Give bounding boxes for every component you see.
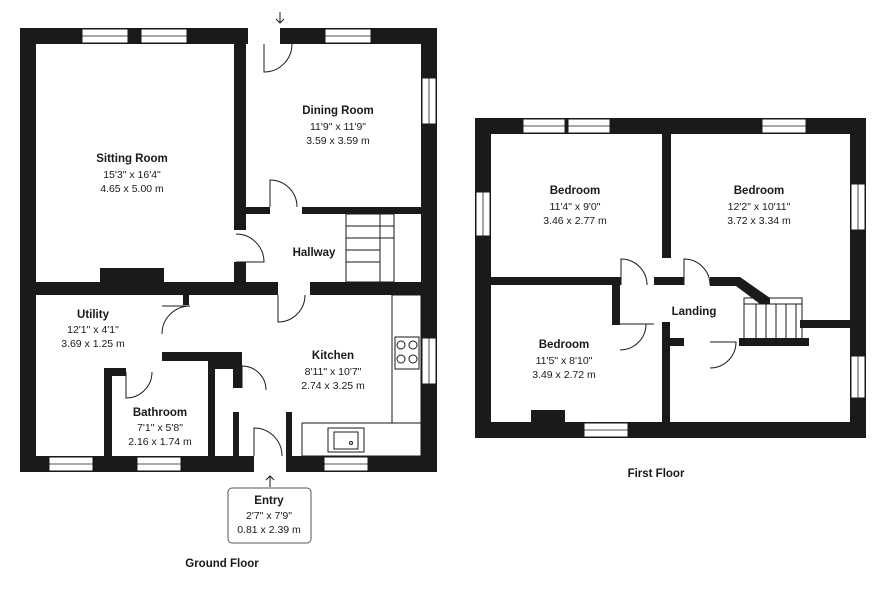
first-floor-plan — [475, 118, 866, 438]
chimney-icon — [100, 268, 164, 282]
bathroom-north-wall — [162, 352, 242, 361]
sitting-dining-wall — [234, 44, 246, 230]
landing-south-wall-a — [670, 338, 684, 346]
utility-kitchen-stub — [183, 295, 189, 305]
room-labels: Sitting Room 15'3" x 16'4" 4.65 x 5.00 m… — [61, 105, 791, 570]
landing-name: Landing — [672, 306, 717, 318]
landing-west-wall — [612, 285, 620, 325]
bedroom-2-name: Bedroom — [734, 185, 784, 197]
window-icon — [475, 118, 866, 438]
entry-west-wall-top — [233, 352, 242, 388]
ground-west-wall — [20, 28, 36, 472]
sink-icon — [327, 427, 365, 453]
kitchen-name: Kitchen — [312, 350, 354, 362]
bedroom-3-name: Bedroom — [539, 339, 589, 351]
bathroom-west-top — [104, 368, 126, 376]
bedroom2-south-wall — [800, 320, 850, 328]
landing-north-wall — [654, 277, 684, 285]
sitting-room-name: Sitting Room — [96, 153, 168, 165]
hall-kitchen-wall — [310, 282, 421, 295]
bathroom-imperial: 7'1" x 5'8" — [137, 422, 183, 434]
bedroom-3-imperial: 11'5" x 8'10" — [536, 355, 593, 367]
bathroom-metric: 2.16 x 1.74 m — [128, 436, 192, 448]
kitchen-metric: 2.74 x 3.25 m — [301, 380, 365, 392]
sitting-hall-wall — [234, 262, 246, 282]
bathroom-west-wall — [104, 368, 112, 456]
dining-room-imperial: 11'9" x 11'9" — [310, 121, 366, 133]
ground-floor-label: Ground Floor — [185, 558, 259, 570]
window-icon — [48, 28, 437, 472]
dining-room-metric: 3.59 x 3.59 m — [306, 135, 370, 147]
hob-icon — [394, 336, 420, 370]
entry-metric: 0.81 x 2.39 m — [237, 524, 301, 536]
entry-imperial: 2'7" x 7'9" — [246, 510, 292, 522]
dining-hall-wall-a — [246, 207, 270, 214]
entry-west-wall — [233, 412, 239, 456]
entry-east-wall — [286, 412, 292, 456]
bedroom3-east-wall — [662, 322, 670, 422]
utility-name: Utility — [77, 309, 110, 321]
entrance-arrow-icon — [265, 12, 285, 487]
hallway-name: Hallway — [293, 247, 336, 259]
landing-south-wall-b — [739, 338, 809, 346]
staircase-icon — [345, 213, 395, 283]
bedroom-1-metric: 3.46 x 2.77 m — [543, 215, 607, 227]
dining-room-name: Dining Room — [302, 105, 374, 117]
bedroom-1-name: Bedroom — [550, 185, 600, 197]
first-floor-label: First Floor — [628, 468, 685, 480]
kitchen-imperial: 8'11" x 10'7" — [305, 366, 362, 378]
cupboard-top-wall — [215, 361, 233, 369]
ground-floor-plan — [20, 12, 437, 544]
sitting-room-imperial: 15'3" x 16'4" — [103, 169, 161, 181]
door-icon — [619, 258, 737, 369]
staircase-icon — [743, 297, 803, 341]
bedroom1-bedroom2-wall — [662, 134, 671, 258]
bathroom-name: Bathroom — [133, 407, 187, 419]
entry-name: Entry — [254, 495, 284, 507]
bedroom-2-imperial: 12'2" x 10'11" — [728, 201, 791, 213]
bedroom-1-imperial: 11'4" x 9'0" — [550, 201, 601, 213]
utility-metric: 3.69 x 1.25 m — [61, 338, 125, 350]
door-icon — [125, 43, 306, 457]
utility-imperial: 12'1" x 4'1" — [67, 324, 119, 336]
kitchen-counter-south — [301, 422, 422, 457]
dining-hall-wall-b — [302, 207, 421, 214]
chimney-icon — [531, 410, 565, 422]
first-south-wall — [475, 422, 866, 438]
sitting-utility-wall — [36, 282, 278, 295]
landing-angled-wall — [710, 277, 770, 304]
entry-label-box — [227, 487, 312, 544]
bedroom1-bedroom3-wall — [491, 277, 621, 285]
first-west-wall — [475, 118, 491, 438]
sitting-room-metric: 4.65 x 5.00 m — [100, 183, 164, 195]
bedroom-3-metric: 3.49 x 2.72 m — [532, 369, 596, 381]
bedroom-2-metric: 3.72 x 3.34 m — [727, 215, 791, 227]
bathroom-east-wall — [208, 352, 215, 456]
